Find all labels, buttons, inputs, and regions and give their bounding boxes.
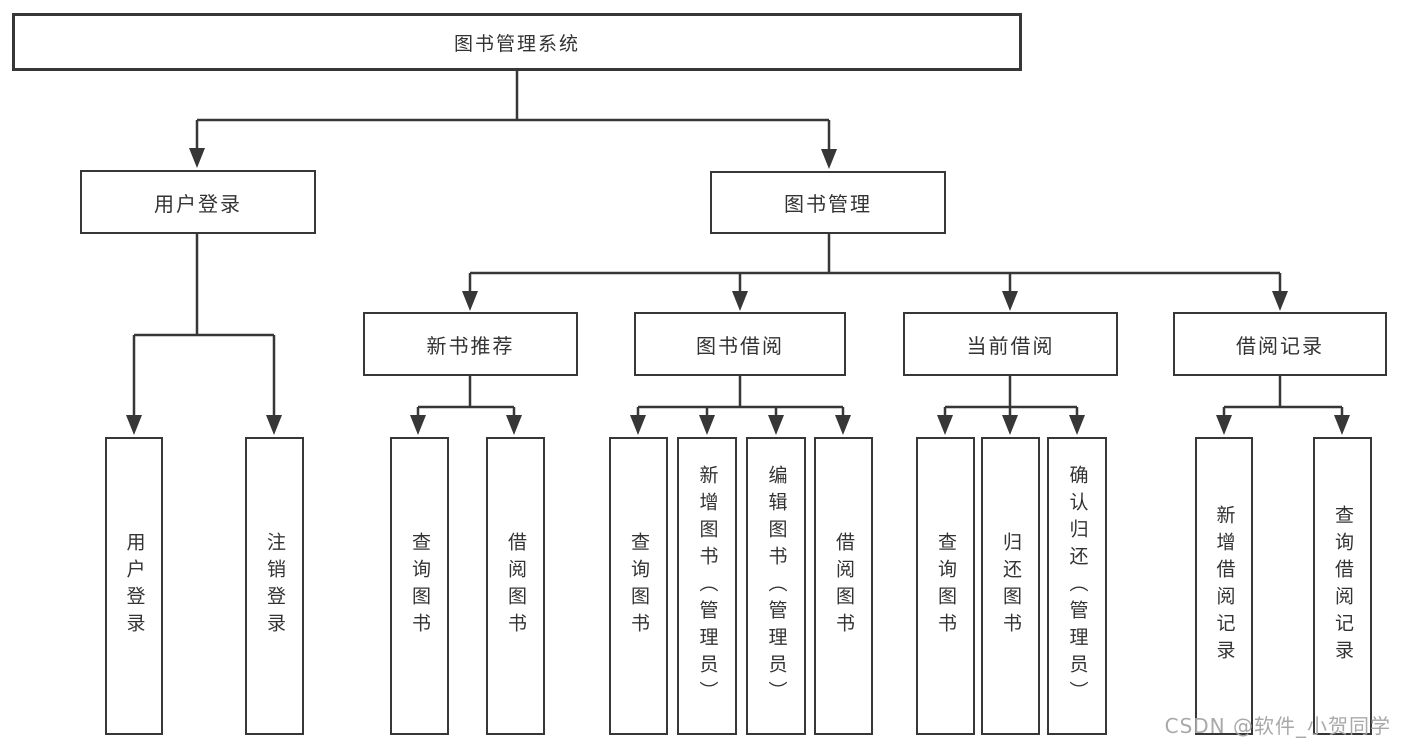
leaf-logout: 注销登录 [245, 437, 304, 735]
leaf-query-books-current: 查询图书 [916, 437, 975, 735]
node-label: 图书管理 [784, 192, 872, 216]
leaf-edit-books-admin: 编辑图书（管理员） [746, 437, 806, 735]
arrowhead [1216, 415, 1232, 435]
arrowhead [937, 415, 953, 435]
arrowhead [126, 415, 142, 435]
node-label: 用户登录 [154, 191, 242, 216]
node-label: 新书推荐 [426, 333, 515, 358]
arrowhead [835, 415, 851, 435]
leaf-borrow-books-recommend: 借阅图书 [486, 437, 545, 735]
leaf-add-books-admin: 新增图书（管理员） [677, 437, 737, 735]
leaf-query-books-recommend: 查询图书 [390, 437, 449, 735]
arrowhead [1272, 291, 1288, 311]
arrowhead [506, 415, 522, 435]
node-label: 图书借阅 [696, 333, 784, 358]
arrowhead [1002, 291, 1018, 311]
arrowhead [189, 148, 205, 168]
node-label: 查询图书 [935, 532, 957, 640]
node-label: 借阅图书 [505, 532, 527, 640]
leaf-borrow-books-borrowing: 借阅图书 [814, 437, 873, 735]
node-label: 注销登录 [264, 532, 286, 640]
arrowhead [768, 415, 784, 435]
node-label: 查询借阅记录 [1332, 505, 1354, 667]
leaf-add-borrow-record: 新增借阅记录 [1195, 437, 1253, 735]
node-label: 查询图书 [628, 532, 650, 640]
node-label: 编辑图书（管理员） [765, 464, 788, 708]
arrowhead [1069, 415, 1085, 435]
node-label: 归还图书 [1000, 532, 1022, 640]
node-label: 图书管理系统 [453, 32, 580, 55]
leaf-query-books-borrowing: 查询图书 [609, 437, 668, 735]
node-book-management: 图书管理 [710, 171, 946, 234]
node-label: 新增借阅记录 [1213, 505, 1236, 667]
arrowhead [630, 415, 646, 435]
node-borrowing-records: 借阅记录 [1173, 312, 1387, 376]
connector-lines [132, 70, 1344, 420]
leaf-user-login: 用户登录 [105, 437, 163, 735]
leaf-query-borrow-record: 查询借阅记录 [1313, 437, 1372, 735]
arrowhead [821, 149, 837, 169]
node-new-book-recommend: 新书推荐 [363, 312, 578, 376]
node-label: 借阅图书 [833, 532, 855, 640]
node-label: 用户登录 [123, 532, 146, 640]
node-book-borrowing: 图书借阅 [634, 312, 846, 376]
arrowhead [699, 415, 715, 435]
arrowheads [126, 148, 1350, 435]
arrowhead [410, 415, 426, 435]
arrowhead [462, 291, 478, 311]
node-user-login: 用户登录 [80, 170, 316, 234]
node-label: 新增图书（管理员） [696, 464, 719, 708]
arrowhead [1334, 415, 1350, 435]
leaf-confirm-return-admin: 确认归还（管理员） [1047, 437, 1107, 735]
leaf-return-books: 归还图书 [981, 437, 1040, 735]
arrowhead [732, 291, 748, 311]
node-label: 借阅记录 [1236, 333, 1324, 358]
arrowhead [1002, 415, 1018, 435]
node-label: 确认归还（管理员） [1066, 464, 1089, 708]
node-current-borrowing: 当前借阅 [903, 312, 1118, 376]
node-label: 查询图书 [409, 532, 431, 640]
node-label: 当前借阅 [966, 333, 1055, 358]
arrowhead [266, 415, 282, 435]
csdn-watermark: CSDN @软件_小贺同学 [1164, 714, 1391, 738]
node-library-management-system: 图书管理系统 [12, 13, 1022, 71]
